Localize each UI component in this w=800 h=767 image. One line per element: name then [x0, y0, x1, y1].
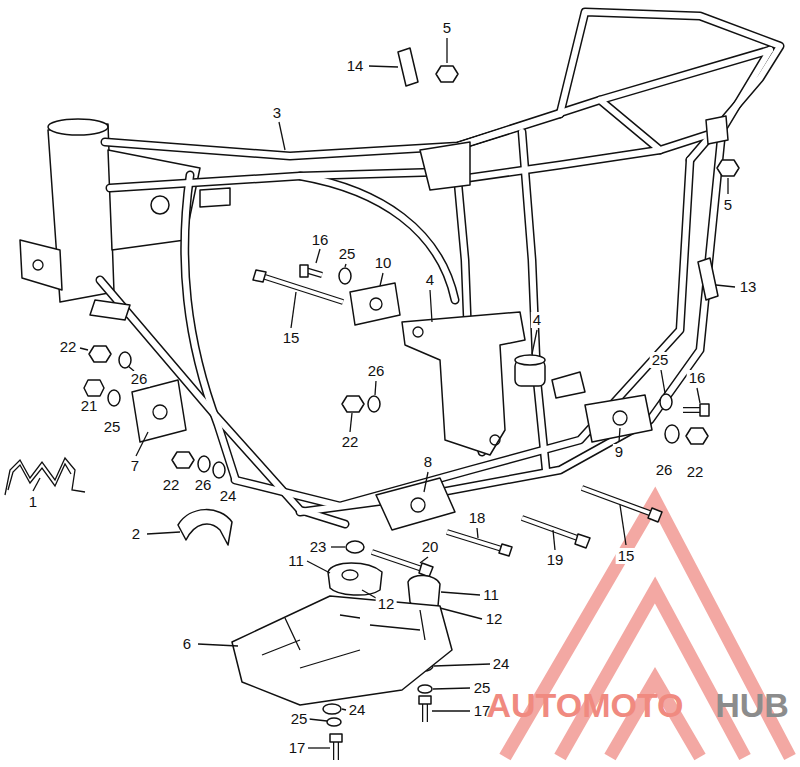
- callout-number: 26: [654, 462, 675, 478]
- nut-washer: [84, 66, 739, 726]
- callout-number: 25: [337, 246, 358, 262]
- callout-number: 1: [27, 494, 39, 510]
- callout-number: 5: [722, 197, 734, 213]
- callout-number: 11: [286, 553, 306, 569]
- callout-number: 10: [373, 255, 394, 271]
- callout-number: 26: [193, 477, 214, 493]
- callout-number: 12: [484, 611, 505, 627]
- callout-number: 13: [738, 279, 759, 295]
- callout-number: 24: [347, 702, 368, 718]
- callout-number: 22: [58, 339, 79, 355]
- callout-number: 15: [616, 548, 637, 564]
- callout-number: 18: [467, 510, 488, 526]
- callout-number: 16: [310, 232, 331, 248]
- callout-number: 26: [129, 371, 150, 387]
- leader-line: [33, 38, 735, 748]
- callout-number: 4: [424, 272, 436, 288]
- engine-bracket: [402, 312, 545, 455]
- callout-number: 9: [613, 444, 625, 460]
- callout-number: 16: [687, 370, 708, 386]
- callout-number: 17: [287, 740, 308, 756]
- skid-plate: [232, 596, 452, 705]
- callout-number: 12: [376, 596, 397, 612]
- callout-number: 22: [161, 477, 182, 493]
- callout-number: 20: [420, 539, 441, 555]
- callout-number: 2: [130, 526, 142, 542]
- callout-number: 7: [129, 458, 141, 474]
- callout-number: 8: [422, 454, 434, 470]
- wire-clip: [5, 458, 440, 609]
- callout-number: 4: [531, 312, 543, 328]
- callout-number: 24: [491, 656, 512, 672]
- frame: [20, 12, 780, 524]
- callout-number: 21: [79, 398, 100, 414]
- callout-number: 25: [102, 419, 123, 435]
- callout-number: 19: [545, 552, 566, 568]
- watermark: HUB: [715, 687, 789, 723]
- callout-number: 26: [366, 363, 387, 379]
- callout-number: 15: [281, 330, 302, 346]
- callout-number: 5: [441, 20, 453, 36]
- callout-number: 24: [218, 488, 239, 504]
- callout-number: 11: [481, 587, 501, 603]
- mount-plate: [132, 283, 652, 530]
- callout-number: 3: [271, 105, 283, 121]
- callout-number: 22: [340, 434, 361, 450]
- callout-number: 25: [650, 352, 671, 368]
- callout-number: 22: [685, 464, 706, 480]
- watermark: AUTOMOTO: [486, 687, 683, 723]
- callout-number: 23: [308, 539, 329, 555]
- callout-number: 6: [181, 636, 193, 652]
- callout-number: 14: [345, 58, 366, 74]
- callout-number: 25: [289, 711, 310, 727]
